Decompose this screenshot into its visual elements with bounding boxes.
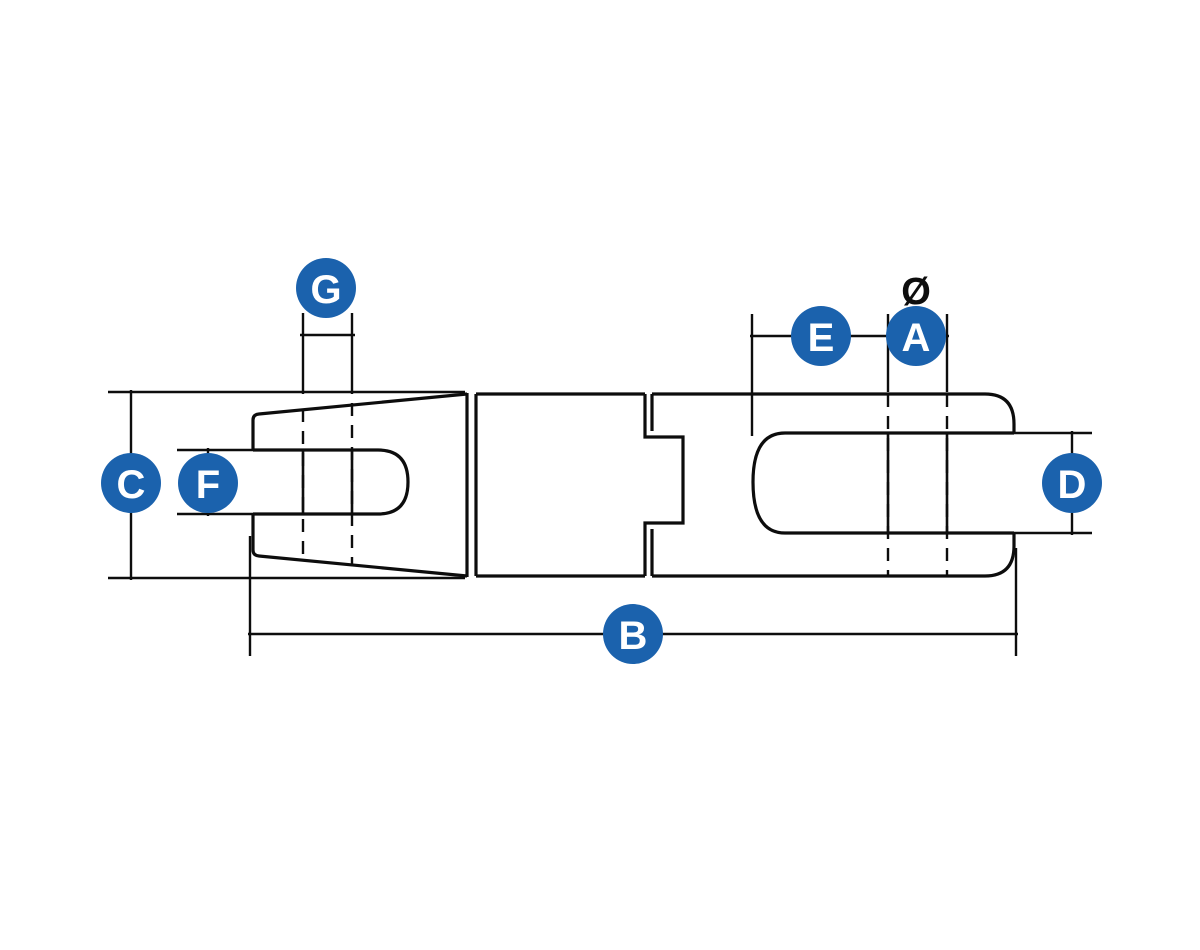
- callout-d-label: D: [1058, 463, 1087, 507]
- part-geometry-group: [251, 392, 1016, 578]
- callout-g[interactable]: G: [296, 258, 356, 318]
- callout-f-label: F: [196, 463, 220, 507]
- right-body-bottom-edge: [652, 533, 1016, 578]
- callout-c[interactable]: C: [101, 453, 161, 513]
- callout-f[interactable]: F: [178, 453, 238, 513]
- callout-b[interactable]: B: [603, 604, 663, 664]
- callout-d-circle[interactable]: [1042, 453, 1102, 513]
- callout-a-label: A: [902, 316, 931, 360]
- barrel-notch-step: [643, 394, 685, 576]
- callout-c-label: C: [117, 463, 146, 507]
- callout-badges-group: G E A C F D: [101, 258, 1102, 664]
- callout-g-circle[interactable]: [296, 258, 356, 318]
- fork-outer-profile: [251, 392, 468, 450]
- callout-f-circle[interactable]: [178, 453, 238, 513]
- callout-c-circle[interactable]: [101, 453, 161, 513]
- callout-b-label: B: [619, 614, 648, 658]
- callout-d[interactable]: D: [1042, 453, 1102, 513]
- callout-e-circle[interactable]: [791, 306, 851, 366]
- callout-a[interactable]: A: [886, 306, 946, 366]
- fork-inner-slot: [253, 448, 410, 516]
- callout-a-circle[interactable]: [886, 306, 946, 366]
- pin-slot-profile: [751, 431, 1014, 535]
- callout-e[interactable]: E: [791, 306, 851, 366]
- callout-b-circle[interactable]: [603, 604, 663, 664]
- right-body-top-edge: [652, 392, 1016, 433]
- dimension-lines-group: [108, 313, 1092, 656]
- callout-g-label: G: [310, 268, 341, 312]
- fork-outer-profile-lower: [251, 514, 468, 578]
- callout-e-label: E: [808, 316, 835, 360]
